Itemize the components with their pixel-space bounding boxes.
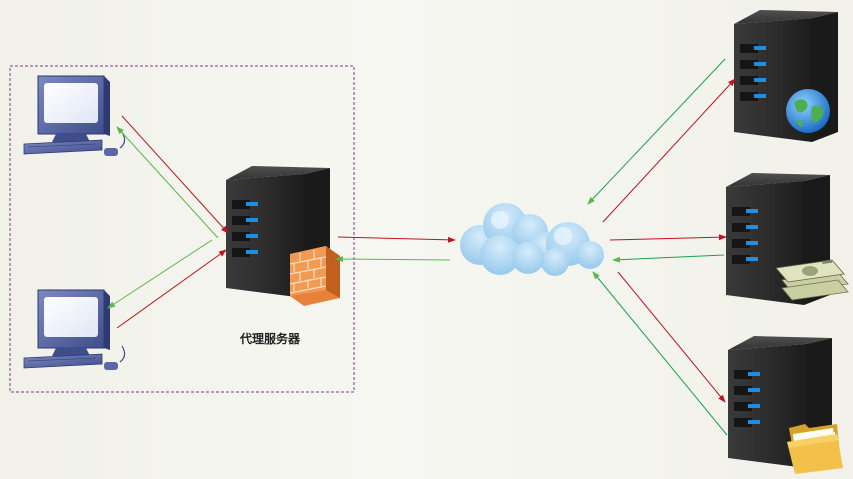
response-arrow (107, 239, 213, 309)
request-arrow (337, 236, 456, 243)
computer-icon (23, 75, 126, 156)
computer-icon (23, 289, 126, 370)
request-arrow (602, 78, 736, 223)
cloud-icon (460, 203, 604, 276)
proxy-server-label: 代理服务器 (240, 332, 301, 346)
request-arrow (609, 234, 727, 241)
proxy-boundary (9, 65, 355, 393)
request-arrow (617, 271, 726, 403)
response-arrow (587, 58, 726, 205)
globe-icon (786, 89, 830, 133)
folder-icon (787, 424, 843, 474)
response-arrow (116, 126, 219, 239)
money-icon (775, 259, 849, 301)
response-arrow (335, 256, 451, 263)
response-arrow (612, 254, 725, 263)
request-arrow (121, 115, 229, 234)
request-arrow (116, 249, 227, 329)
firewall-icon (289, 246, 340, 306)
response-arrow (592, 271, 728, 436)
